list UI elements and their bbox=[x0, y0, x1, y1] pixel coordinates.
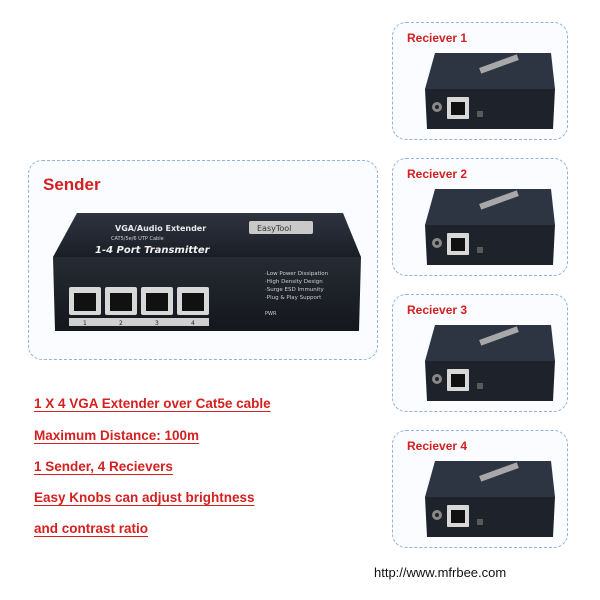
receiver-panel-2: Reciever 2 bbox=[392, 158, 568, 276]
rj45-ports bbox=[69, 287, 209, 326]
receiver-title-3: Reciever 3 bbox=[407, 303, 468, 317]
spec-3: ·Surge ESD Immunity bbox=[265, 287, 324, 293]
sender-device-image: VGA/Audio Extender CAT5/5e/6 UTP Cable 1… bbox=[53, 213, 361, 331]
spec-2: ·High Density Design bbox=[265, 279, 323, 285]
port-number-1: 1 bbox=[83, 320, 87, 327]
feature-line-5: and contrast ratio bbox=[34, 521, 149, 536]
receiver-title-2: Reciever 2 bbox=[407, 167, 468, 181]
receiver-title-1: Reciever 1 bbox=[407, 31, 468, 45]
spec-1: ·Low Power Dissipation bbox=[265, 271, 329, 277]
receiver-panel-1: Reciever 1 bbox=[392, 22, 568, 140]
brand-plate bbox=[249, 221, 313, 234]
receiver-title-4: Reciever 4 bbox=[407, 439, 468, 453]
device-label-1: VGA/Audio Extender bbox=[115, 224, 206, 233]
device-label-3: 1-4 Port Transmitter bbox=[95, 245, 211, 256]
receiver-panel-3: Reciever 3 bbox=[392, 294, 568, 412]
feature-line-4: Easy Knobs can adjust brightness bbox=[34, 490, 255, 505]
sender-title: Sender bbox=[43, 175, 101, 194]
receiver-device-image-3 bbox=[425, 325, 555, 401]
spec-4: ·Plug & Play Support bbox=[265, 295, 322, 301]
receiver-device-image-4 bbox=[425, 461, 555, 537]
brand-label: EasyTool bbox=[257, 224, 291, 233]
feature-line-1: 1 X 4 VGA Extender over Cat5e cable bbox=[34, 396, 271, 411]
port-number-2: 2 bbox=[119, 320, 123, 327]
footer-url: http://www.mfrbee.com bbox=[374, 565, 507, 580]
device-label-2: CAT5/5e/6 UTP Cable bbox=[111, 236, 164, 242]
pwr-label: PWR bbox=[265, 311, 277, 317]
port-number-3: 3 bbox=[155, 320, 159, 327]
receiver-device-image-2 bbox=[425, 189, 555, 265]
sender-panel: Sender VGA/Audio Extender CAT5/5e/6 UTP … bbox=[28, 160, 378, 360]
receiver-panel-4: Reciever 4 bbox=[392, 430, 568, 548]
port-number-4: 4 bbox=[191, 320, 195, 327]
feature-line-3: 1 Sender, 4 Recievers bbox=[34, 459, 173, 474]
feature-line-2: Maximum Distance: 100m bbox=[34, 428, 200, 443]
receiver-device-image-1 bbox=[425, 53, 555, 129]
